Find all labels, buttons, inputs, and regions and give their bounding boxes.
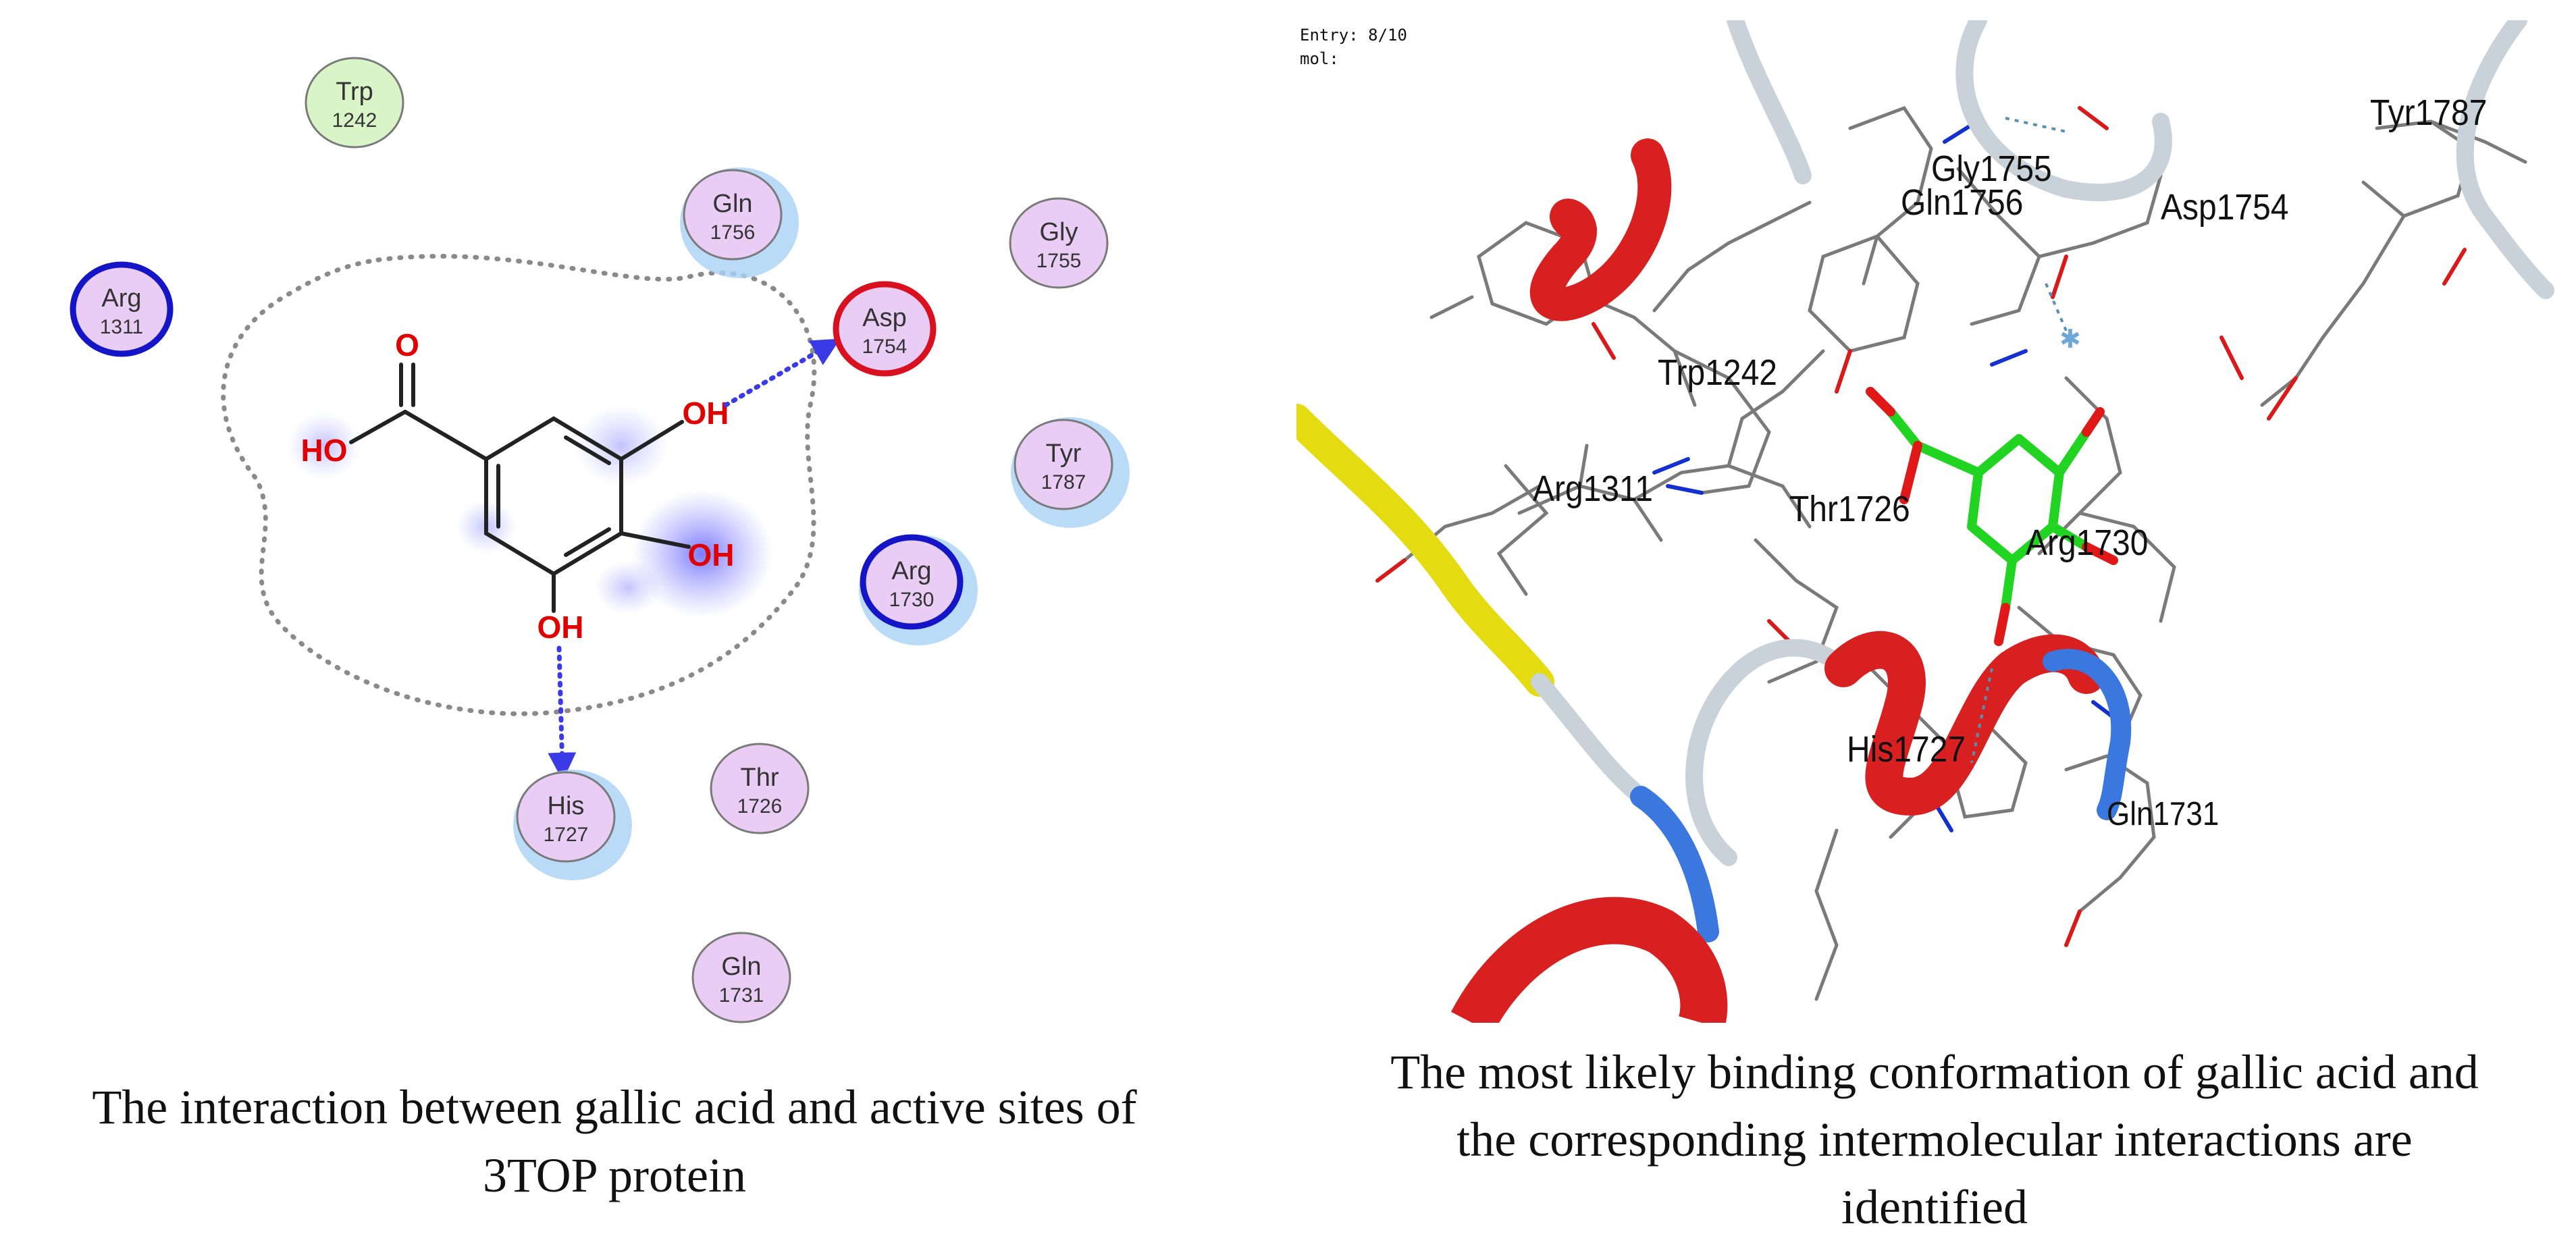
gallic-acid-ligand xyxy=(1886,407,2091,612)
atom-label-oh-top: OH xyxy=(683,396,729,431)
residue-number: 1731 xyxy=(719,984,764,1007)
solvent-exposure-glow xyxy=(631,489,773,618)
residue-name: Thr xyxy=(741,764,779,792)
residue-label-asp1754: Asp1754 xyxy=(2161,187,2288,228)
atom-label-oh-mid: OH xyxy=(688,537,735,572)
residue-number: 1754 xyxy=(862,336,908,358)
residue-number: 1727 xyxy=(544,824,589,846)
residue-number: 1787 xyxy=(1041,471,1086,493)
residue-disc xyxy=(1014,419,1113,510)
fluoride-ion-label: ✱ xyxy=(2059,325,2081,354)
residue-gln1756: Gln 1756 xyxy=(680,167,799,278)
coil-grey-lower xyxy=(1685,639,1852,866)
helix-red-center xyxy=(1824,631,2105,816)
gallic-acid-structure xyxy=(349,363,691,613)
residue-label-gln1756: Gln1756 xyxy=(1901,182,2023,223)
residue-number: 1730 xyxy=(889,589,935,611)
residue-label-gly1755: Gly1755 xyxy=(1931,149,2052,189)
strand-yellow xyxy=(1296,404,1554,697)
residue-name: Gln xyxy=(721,953,761,981)
residue-number: 1311 xyxy=(100,316,144,338)
residue-label-thr1726: Thr1726 xyxy=(1789,489,1910,529)
residue-name: Trp xyxy=(336,78,373,106)
residue-number: 1726 xyxy=(737,795,783,818)
residue-label-his1727: His1727 xyxy=(1847,729,1966,770)
residue-name: Arg xyxy=(101,284,141,313)
coil-grey-top-right xyxy=(1955,20,2172,202)
residue-label-arg1730: Arg1730 xyxy=(2026,523,2148,563)
residue-asp1754: Asp 1754 xyxy=(833,281,937,377)
residue-disc xyxy=(691,932,791,1023)
molecular-viewer: ✱ Entry: 8/10 mol: Tyr1787Gly1755Gln1756… xyxy=(1296,20,2576,1023)
residue-name: Tyr xyxy=(1046,439,1082,468)
atom-label-oh-bottom: OH xyxy=(537,610,584,645)
residue-gly1755: Gly 1755 xyxy=(1009,197,1109,289)
residue-name: Asp xyxy=(862,304,906,332)
residue-disc xyxy=(710,743,810,834)
residue-name: His xyxy=(548,792,585,820)
ligand-oxygens xyxy=(1866,387,2118,646)
binding-conformation-3d: ✱ Entry: 8/10 mol: Tyr1787Gly1755Gln1756… xyxy=(1296,20,2576,1234)
hbond-arrow-asp1754 xyxy=(723,338,841,408)
helix-red-top xyxy=(1529,138,1672,321)
residue-name: Gln xyxy=(712,190,752,218)
viewer-entry-label: Entry: 8/10 xyxy=(1300,26,1407,45)
right-caption-line1: The most likely binding conformation of … xyxy=(1390,1045,2479,1099)
residue-label-arg1311: Arg1311 xyxy=(1533,469,1653,509)
binding-pocket-outline xyxy=(221,254,817,716)
residue-name: Arg xyxy=(891,557,931,585)
viewer-background xyxy=(1296,20,2576,1023)
solvent-exposure-glow xyxy=(574,405,668,486)
residue-his1727: His 1727 xyxy=(513,770,632,880)
residue-disc xyxy=(70,261,174,357)
residue-name: Gly xyxy=(1040,218,1078,246)
hbond-arrow-his1727 xyxy=(548,645,577,781)
residue-arg1730: Arg 1730 xyxy=(859,534,978,645)
residue-tyr1787: Tyr 1787 xyxy=(1011,417,1130,528)
hbond-dashes xyxy=(1970,117,2068,764)
right-caption-line2: the corresponding intermolecular interac… xyxy=(1456,1113,2412,1167)
residue-disc xyxy=(516,771,616,863)
atom-label-carbonyl-o: O xyxy=(395,327,419,363)
solvent-exposure-glow xyxy=(287,412,361,479)
residue-disc xyxy=(305,57,404,149)
residue-disc xyxy=(833,281,937,377)
residue-label-trp1242: Trp1242 xyxy=(1658,352,1777,393)
coil-blue-right xyxy=(2043,649,2132,820)
residue-number: 1755 xyxy=(1036,250,1082,272)
residue-disc xyxy=(860,534,964,630)
residue-arg1311: Arg 1311 xyxy=(70,261,174,357)
residue-label-tyr1787: Tyr1787 xyxy=(2370,92,2487,133)
residue-disc xyxy=(683,169,783,261)
coil-grey-top xyxy=(1727,20,1812,184)
left-caption-line1: The interaction between gallic acid and … xyxy=(92,1080,1136,1134)
left-caption-line2: 3TOP protein xyxy=(483,1148,746,1202)
solvent-exposure-glow xyxy=(594,560,662,614)
helix-red-bottom xyxy=(1450,897,1728,1023)
right-caption-line3: identified xyxy=(1841,1180,2028,1234)
coil-grey-right xyxy=(2456,20,2554,299)
coil-grey-middle xyxy=(1531,673,1650,805)
residue-thr1726: Thr 1726 xyxy=(710,743,810,834)
residue-number: 1242 xyxy=(332,109,377,132)
residue-number: 1756 xyxy=(710,221,756,244)
residue-gln1731: Gln 1731 xyxy=(691,932,791,1023)
coil-blue-middle xyxy=(1630,786,1719,942)
residue-disc xyxy=(1009,197,1109,289)
residue-trp1242: Trp 1242 xyxy=(305,57,404,149)
residue-label-gln1731: Gln1731 xyxy=(2107,795,2219,832)
viewer-mol-label: mol: xyxy=(1300,49,1339,68)
atom-label-acid-oh: HO xyxy=(301,433,348,468)
